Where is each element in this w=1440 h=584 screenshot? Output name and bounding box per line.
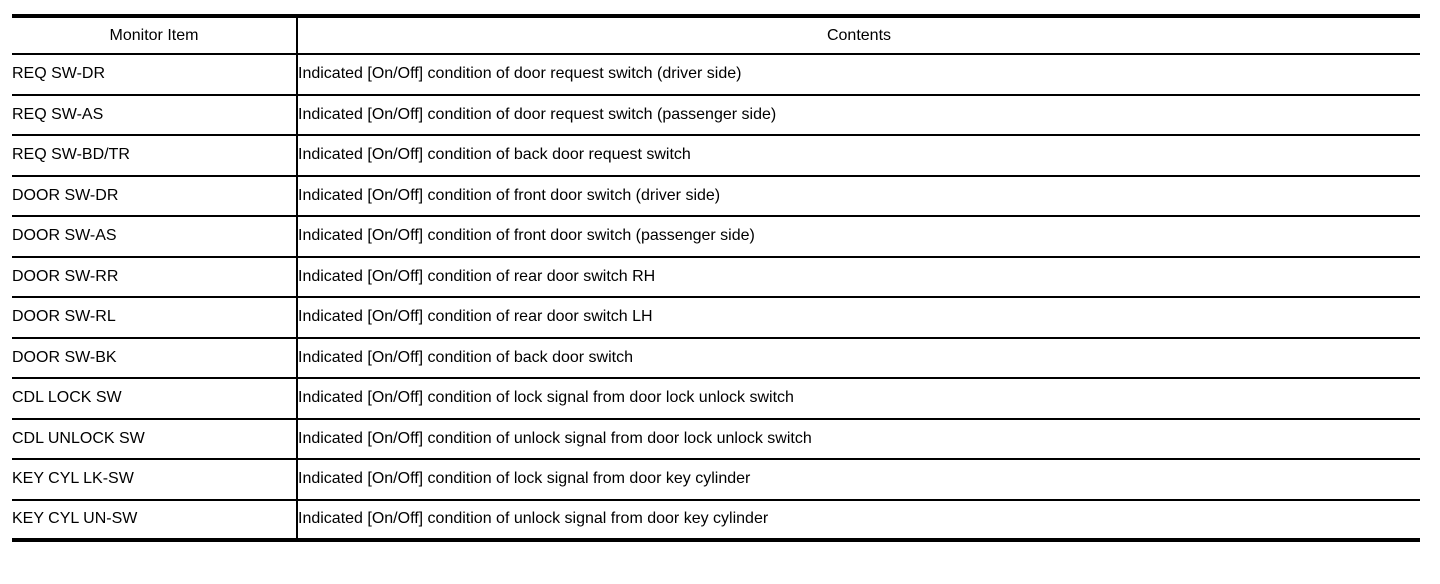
- table-row: DOOR SW-AS Indicated [On/Off] condition …: [12, 215, 1420, 257]
- monitor-item-cell: CDL UNLOCK SW: [12, 417, 298, 459]
- contents-cell: Indicated [On/Off] condition of unlock s…: [297, 417, 1420, 459]
- contents-cell: Indicated [On/Off] condition of rear doo…: [297, 296, 1420, 338]
- monitor-item-column-header: Monitor Item: [12, 16, 298, 54]
- table-row: CDL LOCK SW Indicated [On/Off] condition…: [12, 377, 1420, 419]
- contents-cell: Indicated [On/Off] condition of unlock s…: [297, 498, 1420, 540]
- table-row: KEY CYL LK-SW Indicated [On/Off] conditi…: [12, 458, 1420, 500]
- contents-cell: Indicated [On/Off] condition of lock sig…: [297, 377, 1420, 419]
- contents-cell: Indicated [On/Off] condition of back doo…: [297, 336, 1420, 378]
- monitor-item-cell: REQ SW-DR: [12, 53, 298, 95]
- monitor-item-cell: KEY CYL UN-SW: [12, 498, 298, 540]
- monitor-item-cell: REQ SW-BD/TR: [12, 134, 298, 176]
- contents-cell: Indicated [On/Off] condition of door req…: [297, 93, 1420, 135]
- contents-column-header: Contents: [826, 26, 892, 44]
- table-body: REQ SW-DR Indicated [On/Off] condition o…: [12, 53, 1420, 540]
- table-row: DOOR SW-RR Indicated [On/Off] condition …: [12, 255, 1420, 297]
- monitor-item-cell: KEY CYL LK-SW: [12, 458, 298, 500]
- table-row: DOOR SW-DR Indicated [On/Off] condition …: [12, 174, 1420, 216]
- monitor-item-cell: DOOR SW-RL: [12, 296, 298, 338]
- monitor-item-cell: DOOR SW-BK: [12, 336, 298, 378]
- monitor-item-cell: DOOR SW-AS: [12, 215, 298, 257]
- contents-cell: Indicated [On/Off] condition of door req…: [297, 53, 1420, 95]
- monitor-item-cell: DOOR SW-DR: [12, 174, 298, 216]
- table-row: REQ SW-BD/TR Indicated [On/Off] conditio…: [12, 134, 1420, 176]
- table-row: KEY CYL UN-SW Indicated [On/Off] conditi…: [12, 498, 1420, 540]
- contents-cell: Indicated [On/Off] condition of front do…: [297, 215, 1420, 257]
- table-header-row: Monitor Item Contents: [12, 16, 1420, 54]
- contents-cell: Indicated [On/Off] condition of back doo…: [297, 134, 1420, 176]
- table-row: DOOR SW-BK Indicated [On/Off] condition …: [12, 336, 1420, 378]
- table-row: DOOR SW-RL Indicated [On/Off] condition …: [12, 296, 1420, 338]
- contents-cell: Indicated [On/Off] condition of rear doo…: [297, 255, 1420, 297]
- monitor-item-cell: REQ SW-AS: [12, 93, 298, 135]
- monitor-item-cell: CDL LOCK SW: [12, 377, 298, 419]
- table-row: CDL UNLOCK SW Indicated [On/Off] conditi…: [12, 417, 1420, 459]
- contents-cell: Indicated [On/Off] condition of front do…: [297, 174, 1420, 216]
- table-row: REQ SW-DR Indicated [On/Off] condition o…: [12, 53, 1420, 95]
- table-row: REQ SW-AS Indicated [On/Off] condition o…: [12, 93, 1420, 135]
- monitor-item-cell: DOOR SW-RR: [12, 255, 298, 297]
- monitor-item-table: Monitor Item Contents REQ SW-DR Indicate…: [12, 14, 1420, 542]
- contents-cell: Indicated [On/Off] condition of lock sig…: [297, 458, 1420, 500]
